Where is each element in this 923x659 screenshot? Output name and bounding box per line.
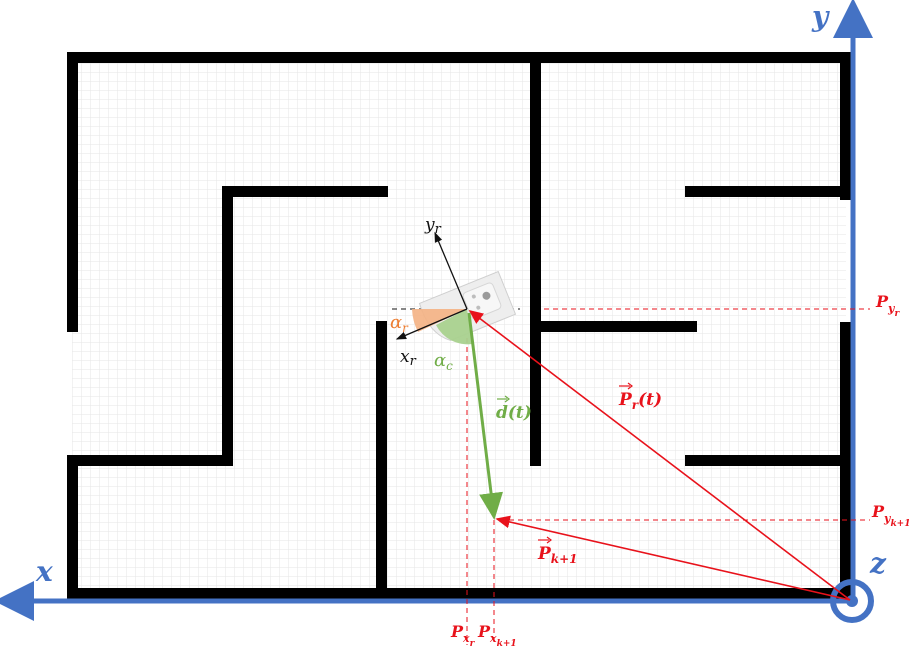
- label-p-yr: Pyr: [875, 292, 900, 319]
- vector-pk1-label: Pk+1: [537, 536, 578, 566]
- angle-alpha-c-label: αc: [434, 350, 453, 373]
- z-axis-label: z: [869, 547, 887, 580]
- svg-text:d(t): d(t): [496, 403, 532, 423]
- wall-bottom: [67, 588, 851, 600]
- wall-right-upper: [840, 52, 851, 200]
- robot-x-label: xr: [400, 347, 417, 369]
- wall-left-upper: [67, 52, 78, 332]
- maze-walls: [67, 52, 851, 600]
- vector-pk1: [495, 515, 851, 601]
- wall-inner-bottom-left: [67, 455, 233, 466]
- robot-y-axis: [434, 231, 468, 310]
- wall-mid-horizontal: [530, 321, 697, 332]
- vector-d: [467, 312, 503, 520]
- angle-alpha-r-label: αr: [390, 312, 409, 335]
- wall-inner-l-horizontal: [222, 186, 388, 197]
- wall-inner-l-vertical: [222, 186, 233, 466]
- vector-pr: [468, 310, 851, 601]
- vector-d-label: d(t): [496, 395, 532, 423]
- robot-y-label: yr: [424, 215, 442, 237]
- wall-left-lower: [67, 455, 78, 600]
- world-z-axis-icon: [830, 579, 874, 623]
- label-p-xr: Pxr: [450, 622, 476, 649]
- y-axis-label: y: [811, 0, 830, 33]
- vector-pr-label: Pr(t): [618, 382, 662, 412]
- label-p-yk1: Pyk+1: [871, 502, 910, 529]
- wall-center-vertical: [376, 321, 387, 596]
- label-p-xk1: Pxk+1: [477, 622, 517, 649]
- robot-x-axis: [395, 308, 468, 340]
- wall-right-horizontal-lower: [685, 455, 851, 466]
- angle-alpha-c-wedge: [436, 309, 472, 345]
- svg-text:Pk+1: Pk+1: [537, 544, 578, 566]
- wall-right-horizontal-upper: [685, 186, 851, 197]
- svg-text:Pr(t): Pr(t): [618, 390, 662, 412]
- wall-mid-vertical: [530, 52, 541, 466]
- x-axis-label: x: [35, 555, 53, 588]
- wall-top: [67, 52, 851, 63]
